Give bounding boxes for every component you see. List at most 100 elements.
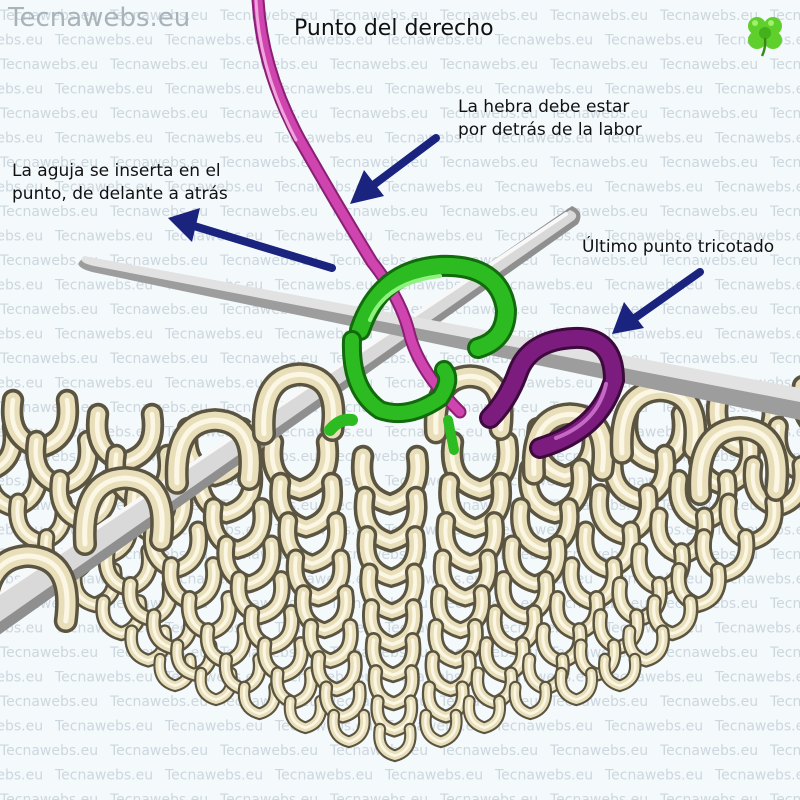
watermark-text: Tecnawebs.eu — [769, 547, 800, 563]
watermark-text: Tecnawebs.eu — [494, 33, 593, 49]
watermark-text: Tecnawebs.eu — [54, 278, 153, 294]
watermark-text: Tecnawebs.eu — [769, 645, 800, 661]
fabric-stitch — [364, 632, 422, 684]
watermark-text: Tecnawebs.eu — [604, 33, 703, 49]
watermark-text: Tecnawebs.eu — [549, 155, 648, 171]
watermark-text: Tecnawebs.eu — [0, 719, 43, 735]
fabric-stitch — [310, 650, 363, 698]
fabric-stitch — [508, 680, 553, 721]
fabric-stitch — [202, 497, 273, 561]
label-needle-line1: La aguja se inserta en el — [12, 161, 221, 181]
watermark-text: Tecnawebs.eu — [54, 376, 153, 392]
fabric-stitch — [353, 485, 428, 553]
fabric-stitch — [359, 562, 425, 622]
fabric-stitch — [362, 598, 423, 654]
watermark-text: Tecnawebs.eu — [0, 204, 98, 220]
watermark-text: Tecnawebs.eu — [219, 8, 318, 24]
watermark-text: Tecnawebs.eu — [714, 719, 800, 735]
watermark-text: Tecnawebs.eu — [494, 768, 593, 784]
watermark-text: Tecnawebs.eu — [219, 743, 318, 759]
watermark-text: Tecnawebs.eu — [109, 694, 208, 710]
watermark-text: Tecnawebs.eu — [659, 792, 758, 800]
watermark-text: Tecnawebs.eu — [659, 155, 758, 171]
watermark-text: Tecnawebs.eu — [0, 792, 98, 800]
watermark-text: Tecnawebs.eu — [769, 57, 800, 73]
label-strand-line1: La hebra debe estar — [458, 97, 630, 117]
fabric-stitch — [216, 534, 282, 594]
watermark-text: Tecnawebs.eu — [604, 131, 703, 147]
watermark-text: Tecnawebs.eu — [769, 694, 800, 710]
watermark-text: Tecnawebs.eu — [54, 82, 153, 98]
needle-loop — [164, 408, 263, 495]
watermark-text: Tecnawebs.eu — [54, 719, 153, 735]
watermark-text: Tecnawebs.eu — [329, 204, 428, 220]
fabric-stitch — [294, 584, 355, 640]
watermark-text: Tecnawebs.eu — [274, 82, 373, 98]
watermark-text: Tecnawebs.eu — [494, 131, 593, 147]
fabric-stitch — [670, 562, 727, 614]
watermark-text: Tecnawebs.eu — [714, 670, 800, 686]
watermark-text: Tecnawebs.eu — [0, 253, 98, 269]
fabric-stitch — [327, 708, 371, 749]
watermark-text: Tecnawebs.eu — [714, 621, 800, 637]
watermark-text: Tecnawebs.eu — [769, 253, 800, 269]
fabric-stitch — [517, 457, 592, 525]
watermark-text: Tecnawebs.eu — [329, 106, 428, 122]
watermark-text: Tecnawebs.eu — [604, 180, 703, 196]
watermark-text: Tecnawebs.eu — [54, 33, 153, 49]
brand-watermark: Tecnawebs.eu — [8, 3, 191, 33]
watermark-text: Tecnawebs.eu — [769, 106, 800, 122]
needle-loop — [72, 465, 175, 556]
watermark-text: Tecnawebs.eu — [0, 768, 43, 784]
fabric-stitch — [427, 618, 484, 670]
watermark-text: Tecnawebs.eu — [274, 33, 373, 49]
needle-loop — [0, 543, 79, 633]
watermark-text: Tecnawebs.eu — [439, 743, 538, 759]
watermark-text: Tecnawebs.eu — [0, 180, 43, 196]
watermark-text: Tecnawebs.eu — [0, 694, 98, 710]
watermark-text: Tecnawebs.eu — [54, 327, 153, 343]
watermark-text: Tecnawebs.eu — [164, 180, 263, 196]
watermark-text: Tecnawebs.eu — [604, 719, 703, 735]
arrow-needle-icon — [168, 208, 336, 272]
watermark-text: Tecnawebs.eu — [769, 302, 800, 318]
watermark-text: Tecnawebs.eu — [0, 670, 43, 686]
watermark-text: Tecnawebs.eu — [549, 253, 648, 269]
watermark-text: Tecnawebs.eu — [549, 57, 648, 73]
watermark-text: Tecnawebs.eu — [164, 131, 263, 147]
fabric-stitch — [554, 666, 599, 707]
watermark-text: Tecnawebs.eu — [384, 82, 483, 98]
watermark-text: Tecnawebs.eu — [164, 82, 263, 98]
needle-loop — [687, 415, 790, 506]
label-last-stitch: Último punto tricotado — [582, 237, 775, 257]
watermark-text: Tecnawebs.eu — [769, 204, 800, 220]
watermark-text: Tecnawebs.eu — [219, 204, 318, 220]
watermark-text: Tecnawebs.eu — [54, 229, 153, 245]
watermark-text: Tecnawebs.eu — [109, 155, 208, 171]
watermark-text: Tecnawebs.eu — [714, 768, 800, 784]
label-needle-line2: punto, de delante a atrás — [12, 184, 228, 204]
fabric-stitch — [419, 708, 463, 749]
watermark-text: Tecnawebs.eu — [659, 253, 758, 269]
watermark-text: Tecnawebs.eu — [769, 351, 800, 367]
watermark-text: Tecnawebs.eu — [769, 596, 800, 612]
watermark-text: Tecnawebs.eu — [219, 792, 318, 800]
watermark-text: Tecnawebs.eu — [0, 33, 43, 49]
watermark-text: Tecnawebs.eu — [329, 792, 428, 800]
fabric-stitch — [269, 471, 344, 539]
watermark-text: Tecnawebs.eu — [659, 204, 758, 220]
watermark-text: Tecnawebs.eu — [769, 792, 800, 800]
watermark-text: Tecnawebs.eu — [659, 743, 758, 759]
watermark-text: Tecnawebs.eu — [109, 57, 208, 73]
fabric-stitch — [421, 680, 470, 724]
fabric-stitch — [462, 694, 507, 735]
watermark-text: Tecnawebs.eu — [604, 82, 703, 98]
fabric-stitch — [367, 664, 420, 712]
label-strand-line2: por detrás de la labor — [458, 120, 642, 140]
watermark-text: Tecnawebs.eu — [164, 33, 263, 49]
fabric-stitch — [510, 497, 580, 561]
watermark-text: Tecnawebs.eu — [0, 229, 43, 245]
watermark-text: Tecnawebs.eu — [0, 743, 98, 759]
fabric-stitch — [622, 624, 670, 668]
